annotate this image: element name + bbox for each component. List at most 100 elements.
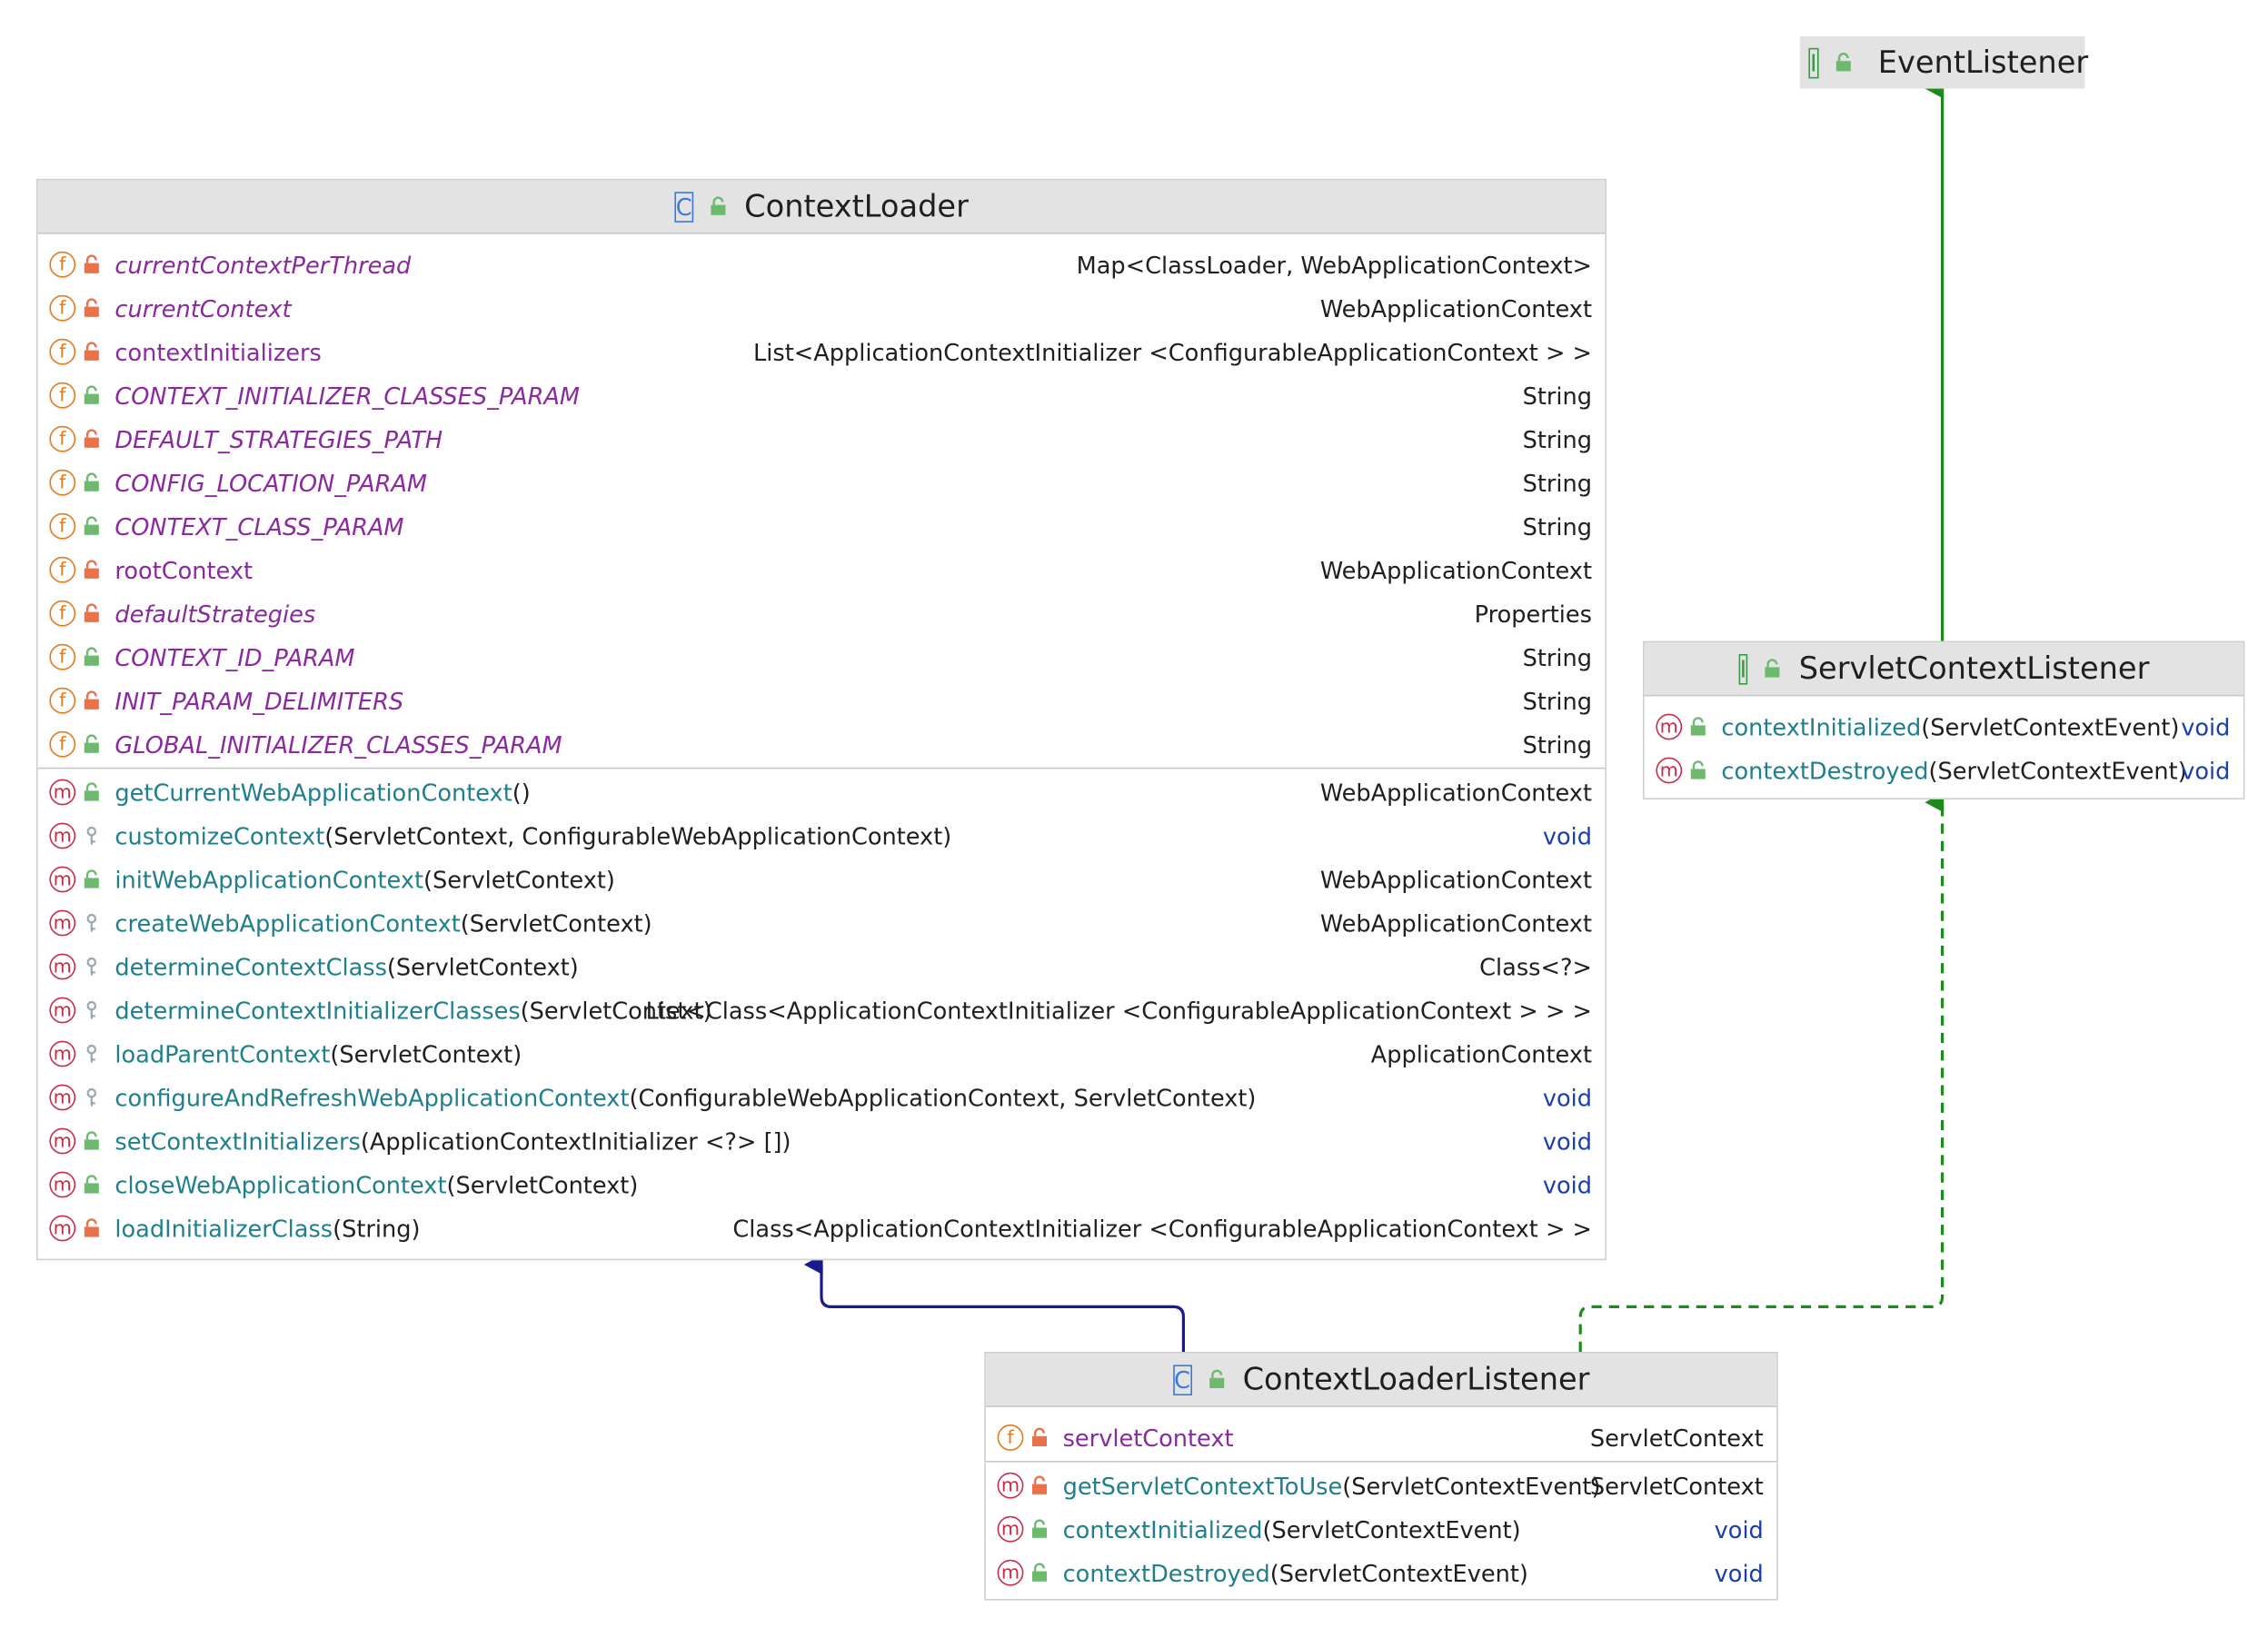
method-icon: m: [49, 1040, 76, 1067]
method-icon: m: [997, 1472, 1024, 1499]
method-name: determineContextInitializerClasses: [114, 996, 521, 1025]
method-params: (ServletContext): [446, 1170, 639, 1199]
public-visibility-icon: [1208, 1369, 1225, 1389]
public-visibility-icon: [1835, 53, 1852, 73]
class-box-eventlistener[interactable]: I EventListener: [1799, 36, 2088, 89]
public-visibility-icon: [1689, 717, 1706, 737]
protected-visibility-icon: [83, 1044, 100, 1064]
public-visibility-icon: [83, 1175, 100, 1195]
private-visibility-icon: [1030, 1427, 1048, 1447]
member-type: void: [1542, 1083, 1592, 1112]
method-params: (ServletContext): [386, 952, 579, 981]
method-params: (ServletContext, ConfigurableWebApplicat…: [324, 821, 952, 850]
method-icon: m: [1656, 713, 1683, 740]
method-icon: m: [49, 909, 76, 937]
member-type: ApplicationContext: [1370, 1039, 1592, 1068]
member-type: List<ApplicationContextInitializer <Conf…: [753, 338, 1592, 366]
public-visibility-icon: [1689, 760, 1706, 780]
method-params: (ServletContext): [330, 1039, 522, 1068]
public-visibility-icon: [1764, 659, 1781, 679]
field-icon: f: [49, 512, 76, 540]
member-type: void: [1714, 1559, 1764, 1587]
field-name: GLOBAL_INITIALIZER_CLASSES_PARAM: [114, 730, 562, 759]
class-header: C ContextLoaderListener: [985, 1353, 1777, 1407]
method-name: loadInitializerClass: [114, 1214, 333, 1243]
member-type: String: [1522, 512, 1592, 541]
method-icon: m: [997, 1515, 1024, 1543]
private-visibility-icon: [83, 342, 100, 362]
member-type: WebApplicationContext: [1319, 778, 1592, 807]
member-type: List<Class<ApplicationContextInitializer…: [645, 996, 1592, 1025]
member-type: Class<ApplicationContextInitializer <Con…: [732, 1214, 1592, 1243]
member-type: void: [2181, 712, 2231, 741]
method-icon: m: [997, 1559, 1024, 1586]
field-icon: f: [49, 556, 76, 583]
field-icon: f: [49, 687, 76, 714]
public-visibility-icon: [83, 472, 100, 492]
interface-icon: I: [1808, 47, 1819, 78]
field-icon: f: [997, 1424, 1024, 1451]
field-icon: f: [49, 643, 76, 670]
member-type: void: [1542, 1127, 1592, 1156]
method-name: loadParentContext: [114, 1039, 331, 1068]
interface-icon: I: [1737, 653, 1748, 684]
member-type: void: [2181, 756, 2231, 785]
class-icon: C: [674, 191, 694, 222]
method-params: (ServletContext): [520, 996, 712, 1025]
method-row[interactable]: m loadParentContext(ServletContext) Applic…: [38, 1032, 1606, 1076]
class-title: ContextLoaderListener: [1242, 1362, 1590, 1397]
method-params: (ServletContext): [423, 865, 615, 894]
field-icon: f: [49, 600, 76, 627]
member-type: void: [1714, 1515, 1764, 1544]
private-visibility-icon: [83, 603, 100, 623]
private-visibility-icon: [83, 560, 100, 580]
field-name: CONTEXT_INITIALIZER_CLASSES_PARAM: [114, 382, 580, 410]
method-params: (ServletContextEvent): [1262, 1515, 1521, 1544]
method-icon: m: [49, 822, 76, 849]
method-icon: m: [49, 866, 76, 893]
field-icon: f: [49, 251, 76, 278]
member-type: WebApplicationContext: [1319, 908, 1592, 938]
method-params: (ConfigurableWebApplicationContext, Serv…: [629, 1083, 1257, 1112]
member-type: ServletContext: [1589, 1424, 1764, 1452]
method-name: createWebApplicationContext: [114, 908, 461, 938]
method-params: (): [512, 778, 531, 807]
member-type: String: [1522, 425, 1592, 453]
method-params: (ApplicationContextInitializer <?> []): [360, 1127, 791, 1156]
method-icon: m: [49, 1084, 76, 1111]
member-type: String: [1522, 382, 1592, 410]
